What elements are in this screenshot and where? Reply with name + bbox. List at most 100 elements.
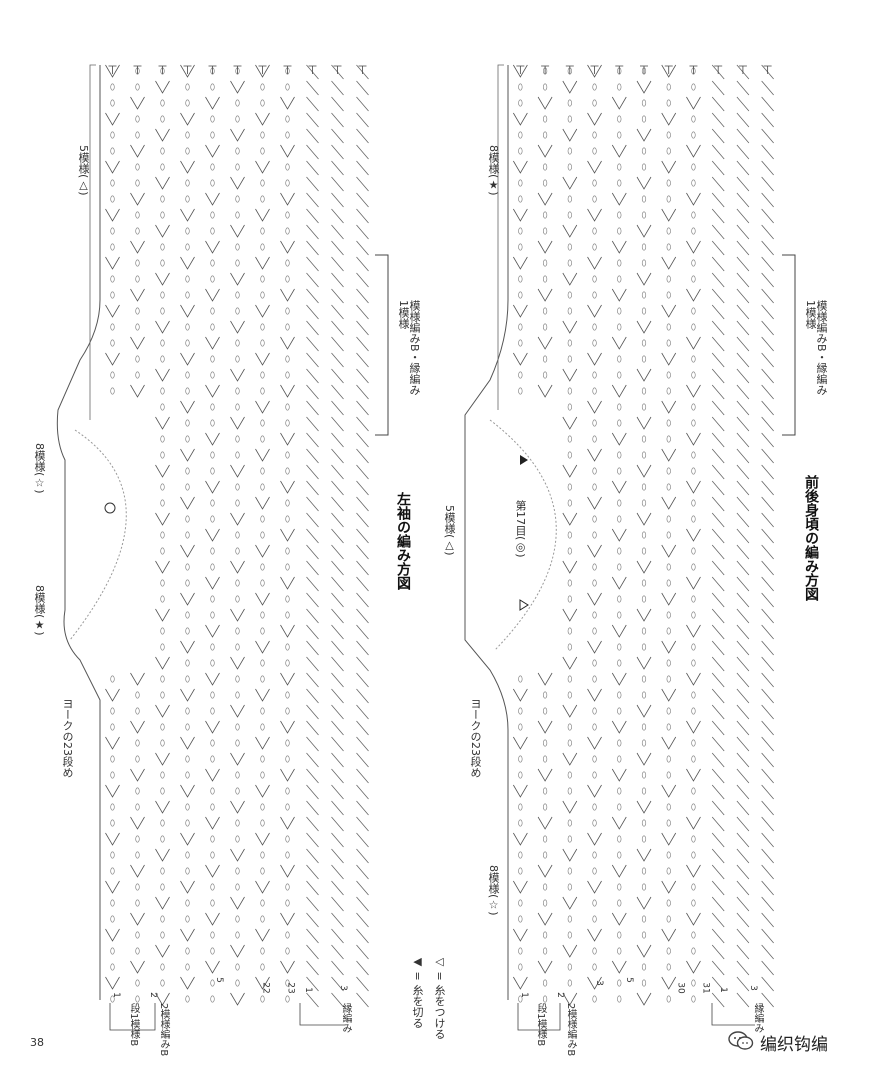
right-stitch-diag [761,656,774,672]
right-stitch-chain [617,611,622,619]
right-stitch-chain [617,563,622,571]
left-stitch-fan [205,672,220,686]
right-stitch-chain [691,691,696,699]
right-stitch-chain [617,995,622,1003]
left-stitch-chain [160,195,165,203]
right-stitch-chain [617,659,622,667]
right-stitch-diag [736,608,750,624]
left-stitch-chain [285,739,290,747]
right-stitch-diag [736,784,750,800]
right-stitch-diag [761,544,774,560]
right-stitch-chain [567,787,572,795]
left-stitch-fan [205,288,220,302]
left-stitch-chain [160,259,165,267]
right-stitch-fan [587,208,602,222]
left-stitch-diag [356,384,369,400]
left-stitch-chain [185,659,190,667]
right-stitch-chain [691,499,696,507]
right-stitch-diag [761,672,774,688]
left-stitch-chain [235,147,240,155]
right-stitch-fan [661,208,677,222]
left-stitch-fan [205,528,220,542]
left-stitch-fan [130,960,145,974]
left-stitch-fan [255,640,270,654]
left-stitch-chain [185,723,190,731]
left-label-repeat: 模様編みB・縁編み 1模様 [397,300,421,396]
right-stitch-chain [617,131,622,139]
left-stitch-chain [185,611,190,619]
left-stitch-fan [155,992,170,1006]
right-stitch-chain [592,659,597,667]
left-stitch-fan [105,112,120,126]
right-stitch-fan [513,736,528,750]
left-stitch-chain [235,771,240,779]
right-stitch-chain [641,531,647,539]
left-stitch-chain [110,179,115,187]
right-stitch-chain [691,931,696,939]
left-stitch-fan [280,672,295,686]
right-stitch-diag [736,752,750,768]
left-stitch-diag [306,624,319,640]
right-stitch-chain [617,595,622,603]
left-stitch-chain [135,739,140,747]
left-stitch-fan [180,400,195,414]
left-stitch-diag [331,848,344,864]
left-stitch-chain [135,115,140,123]
left-stitch-chain [210,803,215,811]
left-stitch-diag [306,864,319,880]
right-stitch-diag [711,416,725,432]
left-stitch-diag [331,672,344,688]
right-stitch-chain [567,547,572,555]
right-stitch-diag [711,304,725,320]
left-stitch-chain [160,819,165,827]
right-stitch-fan [562,992,578,1006]
left-stitch-diag [331,128,344,144]
right-stitch-diag [736,512,750,528]
right-stitch-diag [711,128,725,144]
left-stitch-diag [356,144,369,160]
right-stitch-fan [513,64,528,78]
left-stitch-diag [306,240,319,256]
right-stitch-chain [542,163,548,171]
right-stitch-diag [711,224,725,240]
left-stitch-fan [230,128,245,142]
left-stitch-chain [110,963,115,971]
left-label-bottom: 8模様(★) [33,585,46,636]
left-stitch-chain [185,803,190,811]
left-stitch-fan [230,464,245,478]
right-stitch-chain [542,995,548,1003]
left-stitch-chain [285,755,290,763]
left-stitch-chain [260,803,265,811]
right-stitch-chain [641,499,647,507]
left-stitch-chain [185,291,190,299]
right-stitch-diag [711,592,725,608]
left-stitch-tmark [258,65,267,74]
right-row-num-31: 31 [700,982,711,994]
right-stitch-diag [761,736,774,752]
left-stitch-fan [280,864,295,878]
left-stitch-chain [135,227,140,235]
right-stitch-diag [761,272,774,288]
right-stitch-chain [518,227,523,235]
right-stitch-diag [736,816,750,832]
left-stitch-fan [280,432,295,446]
right-stitch-diag [736,640,750,656]
right-stitch-fan [562,512,578,526]
right-stitch-chain [666,803,671,811]
left-stitch-fan [280,816,295,830]
left-stitch-fan [155,944,170,958]
right-stitch-fan [537,144,553,158]
right-stitch-diag [711,464,725,480]
right-stitch-chain [666,851,671,859]
right-stitch-fan [537,816,553,830]
left-stitch-fan [255,304,270,318]
right-stitch-fan [636,656,652,670]
left-stitch-chain [135,931,140,939]
left-stitch-fan [230,704,245,718]
left-stitch-diag [306,912,319,928]
right-stitch-diag [736,224,750,240]
left-stitch-fan [155,464,170,478]
left-stitch-diag [331,528,344,544]
right-stitch-diag [711,784,725,800]
left-stitch-diag [306,400,319,416]
